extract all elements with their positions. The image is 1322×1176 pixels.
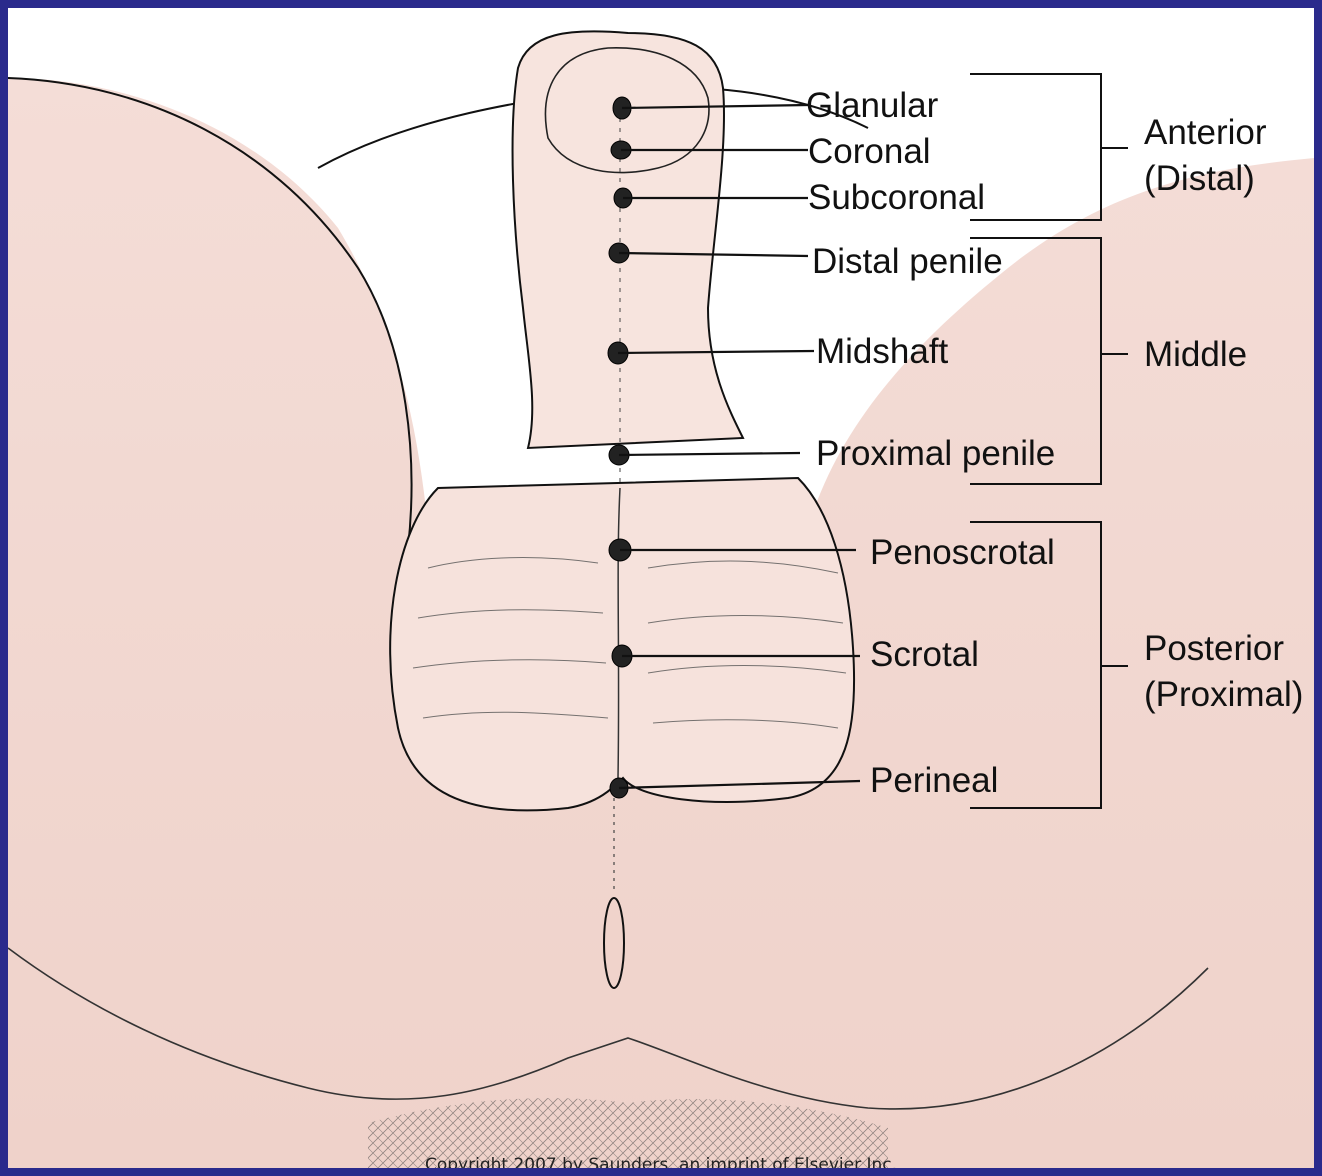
copyright-notice: Copyright 2007 by Saunders, an imprint o… (8, 1155, 1314, 1168)
group-anterior-line1: Anterior (1144, 110, 1267, 156)
bracket-anterior (970, 74, 1128, 220)
label-coronal: Coronal (808, 134, 931, 169)
label-scrotal: Scrotal (870, 637, 979, 672)
diagram-frame: Glanular Coronal Subcoronal Distal penil… (8, 8, 1314, 1168)
group-middle: Middle (1144, 332, 1247, 378)
group-posterior-line2: (Proximal) (1144, 672, 1303, 718)
label-subcoronal: Subcoronal (808, 180, 985, 215)
label-proximal-penile: Proximal penile (816, 436, 1055, 471)
label-perineal: Perineal (870, 763, 998, 798)
anatomical-illustration (8, 8, 1314, 1168)
group-anterior-line2: (Distal) (1144, 156, 1267, 202)
label-penoscrotal: Penoscrotal (870, 535, 1055, 570)
anus (604, 898, 624, 988)
label-midshaft: Midshaft (816, 334, 948, 369)
group-anterior: Anterior (Distal) (1144, 110, 1267, 201)
leader-proximal-penile (619, 453, 800, 455)
label-glanular: Glanular (806, 88, 938, 123)
group-middle-line1: Middle (1144, 332, 1247, 378)
label-distal-penile: Distal penile (812, 244, 1003, 279)
scrotum (390, 478, 854, 810)
group-posterior: Posterior (Proximal) (1144, 626, 1303, 717)
group-posterior-line1: Posterior (1144, 626, 1303, 672)
